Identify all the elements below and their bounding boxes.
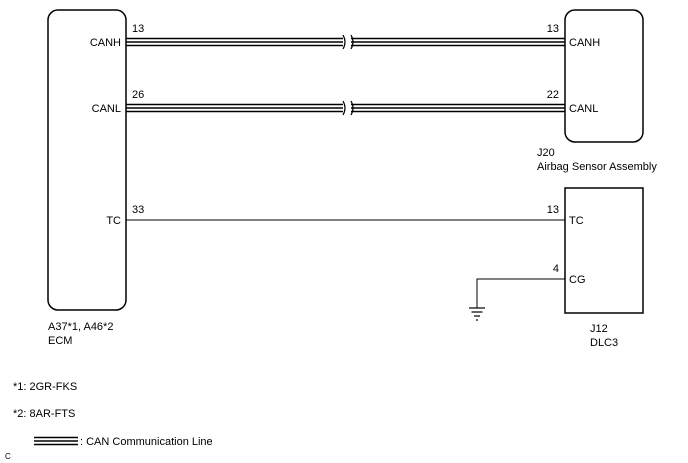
dlc-cg-pin: 4 (553, 263, 559, 275)
airbag-canh-pin: 13 (547, 23, 559, 35)
dlc-tc-pin: 13 (547, 204, 559, 216)
dlc-tc-label: TC (569, 215, 584, 227)
dlc-code: J12 (590, 323, 608, 335)
airbag-code: J20 (537, 147, 555, 159)
canh-line (126, 37, 565, 47)
ecm-canh-pin: 13 (132, 23, 144, 35)
ecm-code: A37*1, A46*2 (48, 321, 113, 333)
airbag-canl-pin: 22 (547, 89, 559, 101)
ground-symbol-icon (469, 307, 485, 321)
airbag-canl-label: CANL (569, 103, 598, 115)
legend-can-line-label: : CAN Communication Line (80, 436, 213, 448)
dlc-cg-label: CG (569, 274, 586, 286)
airbag-name: Airbag Sensor Assembly (537, 161, 657, 173)
dlc3-box (564, 187, 644, 314)
ecm-tc-label: TC (106, 215, 121, 227)
dlc-name: DLC3 (590, 337, 618, 349)
ecm-canl-pin: 26 (132, 89, 144, 101)
ecm-canh-label: CANH (90, 37, 121, 49)
ecm-canl-label: CANL (92, 103, 121, 115)
ecm-tc-pin: 33 (132, 204, 144, 216)
canl-line (126, 103, 565, 113)
canh-line-break (342, 34, 354, 50)
corner-letter: C (5, 452, 11, 461)
note-1: *1: 2GR-FKS (13, 381, 77, 393)
airbag-sensor-box (564, 9, 644, 143)
ecm-name: ECM (48, 335, 72, 347)
ecm-connector-box (47, 9, 127, 311)
cg-ground-wire (476, 278, 565, 308)
legend-can-line-swatch (34, 436, 78, 446)
canl-line-break (342, 100, 354, 116)
note-2: *2: 8AR-FTS (13, 408, 75, 420)
airbag-canh-label: CANH (569, 37, 600, 49)
